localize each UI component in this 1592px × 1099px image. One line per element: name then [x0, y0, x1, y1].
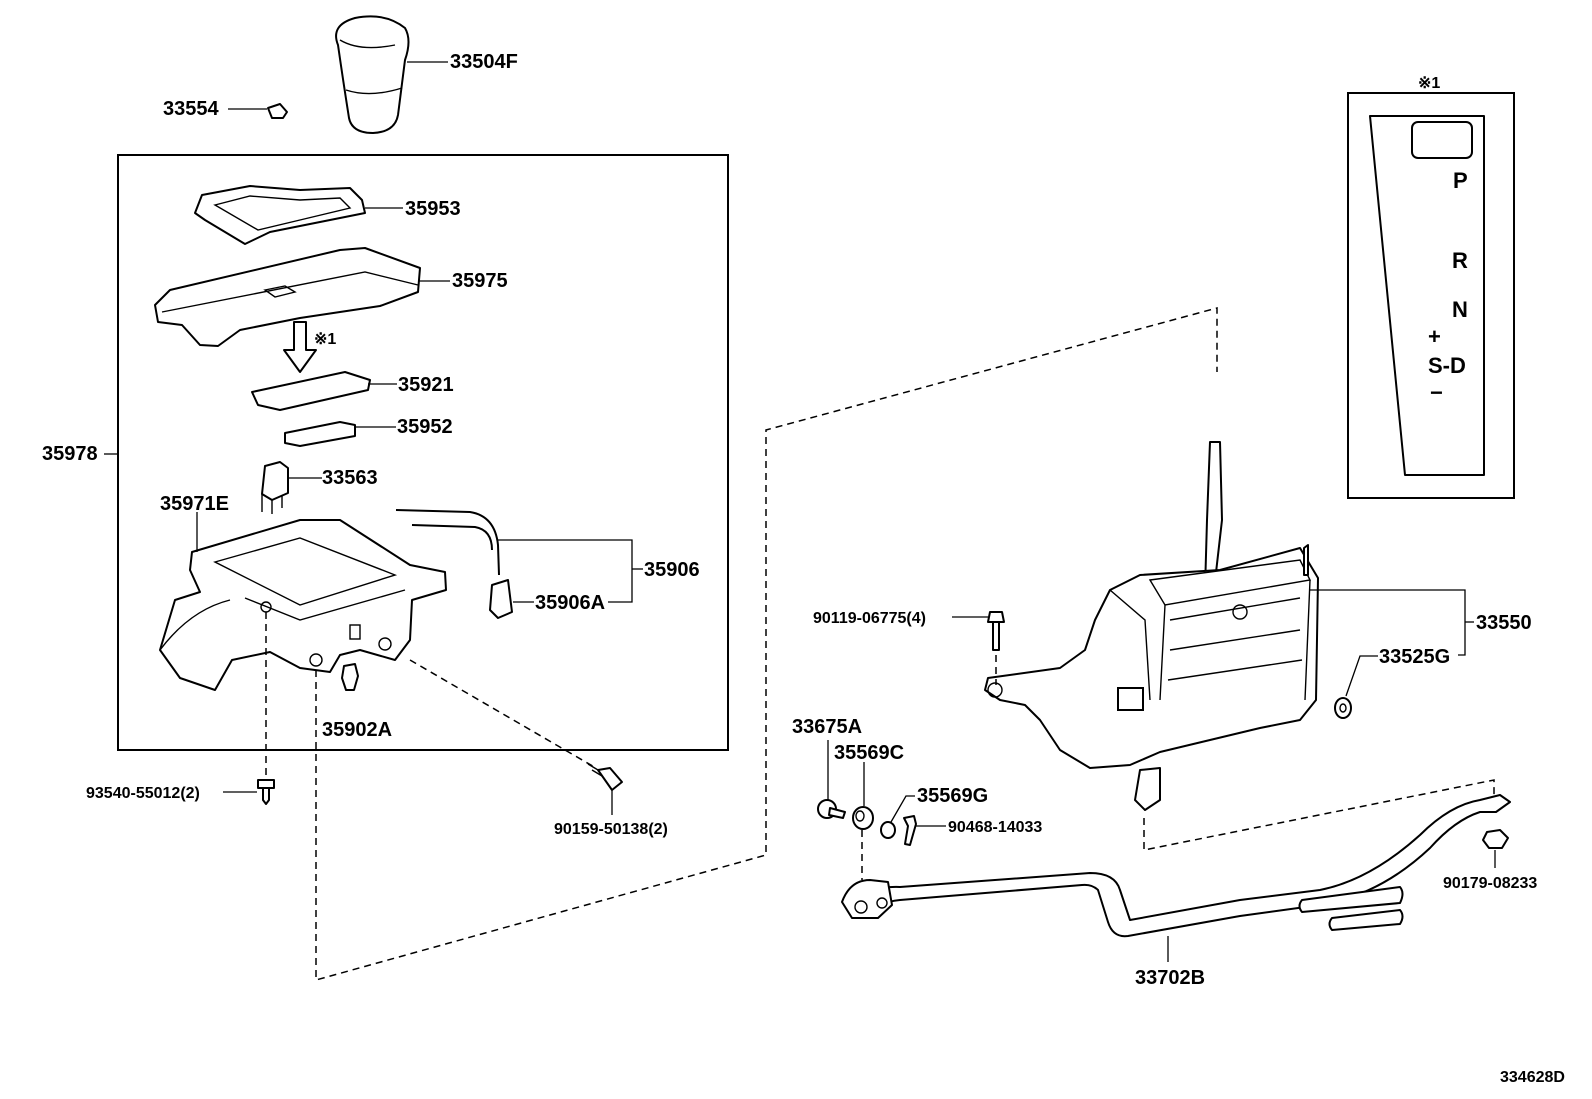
- bolt-90119-06775[interactable]: [987, 611, 1005, 651]
- bezel-35953[interactable]: [194, 185, 366, 245]
- gear-R: R: [1452, 248, 1468, 273]
- label-90119-06775: 90119-06775(4): [813, 610, 926, 627]
- bush-35569C[interactable]: [852, 806, 874, 830]
- label-33563: 33563: [322, 467, 378, 489]
- gear-plate-note: ※1: [1418, 75, 1440, 92]
- screw-90159-50138[interactable]: [587, 763, 623, 791]
- gear-S-D: S-D: [1428, 353, 1466, 378]
- diagram-id: 334628D: [1500, 1069, 1565, 1086]
- label-90468-14033: 90468-14033: [948, 819, 1042, 836]
- indicator-plate-35921[interactable]: [251, 371, 371, 411]
- label-33525G: 33525G: [1379, 646, 1450, 668]
- gear-P: P: [1453, 168, 1468, 193]
- label-90159-50138: 90159-50138(2): [554, 821, 668, 838]
- label-35971E: 35971E: [160, 493, 229, 515]
- label-35921: 35921: [398, 374, 454, 396]
- label-note-mark-arrow: ※1: [314, 331, 336, 348]
- clip-pin-90468-14033[interactable]: [903, 815, 917, 846]
- rod-33702B[interactable]: [841, 794, 1511, 938]
- wire-harness-35906[interactable]: [395, 509, 513, 619]
- gear-minus: −: [1430, 380, 1443, 405]
- switch-33563[interactable]: [261, 461, 289, 514]
- plug-33554[interactable]: [267, 103, 288, 119]
- shift-lever-assy-33550[interactable]: [984, 441, 1319, 811]
- label-35975: 35975: [452, 270, 508, 292]
- label-33504F: 33504F: [450, 51, 518, 73]
- gear-plus: +: [1428, 324, 1441, 349]
- pin-33675A[interactable]: [817, 799, 846, 819]
- label-33550: 33550: [1476, 612, 1532, 634]
- gear-N: N: [1452, 297, 1468, 322]
- arrow-down-icon: [283, 321, 317, 373]
- shift-knob-33504F[interactable]: [335, 15, 410, 134]
- label-35906A: 35906A: [535, 592, 605, 614]
- label-93540-55012: 93540-55012(2): [86, 785, 200, 802]
- label-90179-08233: 90179-08233: [1443, 875, 1537, 892]
- label-35902A: 35902A: [322, 719, 392, 741]
- label-33675A: 33675A: [792, 716, 862, 738]
- assembly-frame: [117, 154, 729, 751]
- gear-plate-shape: [1369, 115, 1485, 476]
- screw-93540-55012[interactable]: [257, 779, 275, 805]
- bushing-33525G[interactable]: [1334, 697, 1352, 719]
- lower-housing-35971E[interactable]: [159, 519, 447, 691]
- label-33554: 33554: [163, 98, 219, 120]
- label-35906: 35906: [644, 559, 700, 581]
- label-35952: 35952: [397, 416, 453, 438]
- indicator-lamp-35952[interactable]: [284, 421, 356, 447]
- label-35569C: 35569C: [834, 742, 904, 764]
- nut-90179-08233[interactable]: [1482, 829, 1509, 849]
- label-33702B: 33702B: [1135, 967, 1205, 989]
- label-35978: 35978: [42, 443, 98, 465]
- label-35953: 35953: [405, 198, 461, 220]
- clip-35902A[interactable]: [341, 663, 359, 691]
- label-35569G: 35569G: [917, 785, 988, 807]
- gear-plate-window: [1411, 121, 1473, 159]
- gear-plate-frame: [1347, 92, 1515, 499]
- cover-35975[interactable]: [154, 247, 421, 347]
- bush-35569G[interactable]: [880, 821, 896, 839]
